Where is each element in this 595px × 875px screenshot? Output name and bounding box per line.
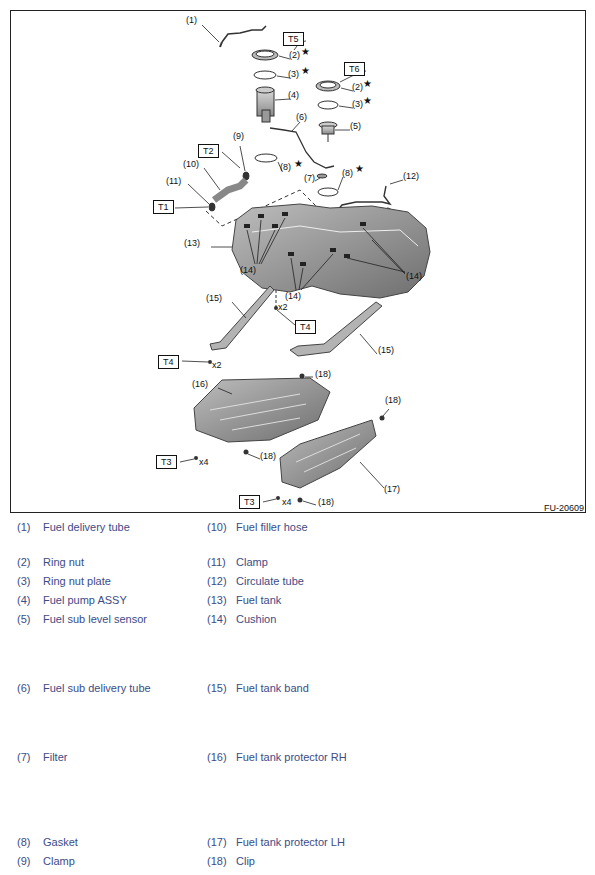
torque-box: T5	[283, 32, 304, 46]
quantity-mark: x4	[199, 457, 209, 467]
callout-number: (2)	[289, 50, 300, 60]
callout-number: (18)	[315, 369, 331, 379]
callout-number: (7)	[304, 173, 315, 183]
callout-number: (8)	[17, 836, 30, 849]
part-name: Fuel filler hose	[236, 521, 308, 534]
callout-number: (9)	[233, 131, 244, 141]
part-name: Fuel tank	[236, 594, 281, 607]
callout-number: (18)	[260, 451, 276, 461]
replace-mark: ★	[355, 164, 364, 174]
torque-code: T6	[349, 64, 360, 74]
part-name: Ring nut	[43, 556, 84, 569]
torque-code: T4	[163, 357, 174, 367]
callout-number: (13)	[207, 594, 227, 607]
quantity-mark: x4	[282, 497, 292, 507]
callout-number: (14)	[406, 271, 422, 281]
callout-number: (18)	[385, 395, 401, 405]
callout-number: (1)	[17, 521, 30, 534]
replace-mark: ★	[301, 66, 310, 76]
callout-number: (18)	[318, 497, 334, 507]
callout-number: (10)	[207, 521, 227, 534]
callout-number: (4)	[288, 90, 299, 100]
part-name: Circulate tube	[236, 575, 304, 588]
callout-number: (4)	[17, 594, 30, 607]
part-name: Gasket	[43, 836, 78, 849]
torque-box: T1	[153, 200, 174, 214]
callout-number: (14)	[240, 265, 256, 275]
figure-id: FU-20609	[544, 503, 584, 513]
torque-code: T3	[244, 497, 255, 507]
torque-box: T2	[198, 144, 219, 158]
part-name: Fuel tank protector LH	[236, 836, 345, 849]
callout-number: (8)	[280, 162, 291, 172]
callout-number: (15)	[206, 293, 222, 303]
callout-number: (7)	[17, 751, 30, 764]
torque-box: T4	[158, 355, 179, 369]
callout-number: (14)	[285, 291, 301, 301]
callout-number: (5)	[350, 121, 361, 131]
callout-number: (5)	[17, 613, 30, 626]
part-name: Ring nut plate	[43, 575, 111, 588]
torque-box: T4	[295, 320, 316, 334]
callout-number: (16)	[192, 379, 208, 389]
callout-number: (16)	[207, 751, 227, 764]
callout-number: (3)	[352, 99, 363, 109]
replace-mark: ★	[363, 96, 372, 106]
part-name: Fuel sub level sensor	[43, 613, 147, 626]
callout-number: (15)	[378, 345, 394, 355]
callout-number: (14)	[207, 613, 227, 626]
replace-mark: ★	[363, 79, 372, 89]
torque-code: T1	[158, 202, 169, 212]
torque-code: T3	[161, 457, 172, 467]
callout-number: (2)	[352, 82, 363, 92]
part-name: Fuel tank protector RH	[236, 751, 347, 764]
callout-number: (8)	[342, 168, 353, 178]
part-name: Clip	[236, 855, 255, 868]
part-name: Fuel tank band	[236, 682, 309, 695]
callout-number: (11)	[207, 556, 226, 569]
torque-code: T4	[300, 322, 311, 332]
replace-mark: ★	[294, 159, 303, 169]
callout-number: (15)	[207, 682, 227, 695]
replace-mark: ★	[301, 47, 310, 57]
part-name: Clamp	[43, 855, 75, 868]
torque-box: T3	[239, 495, 260, 509]
callout-number: (12)	[403, 171, 419, 181]
callout-number: (10)	[183, 159, 199, 169]
part-name: Filter	[43, 751, 67, 764]
torque-box: T6	[344, 62, 365, 76]
torque-code: T2	[203, 146, 214, 156]
callout-number: (17)	[207, 836, 227, 849]
part-name: Cushion	[236, 613, 276, 626]
callout-number: (3)	[17, 575, 30, 588]
torque-box: T3	[156, 455, 177, 469]
callout-number: (17)	[384, 484, 400, 494]
quantity-mark: x2	[278, 302, 288, 312]
torque-code: T5	[288, 34, 299, 44]
callout-number: (11)	[166, 176, 181, 186]
part-name: Clamp	[236, 556, 268, 569]
callout-number: (9)	[17, 855, 30, 868]
part-name: Fuel delivery tube	[43, 521, 130, 534]
callout-number: (6)	[296, 112, 307, 122]
quantity-mark: x2	[212, 360, 222, 370]
callout-number: (13)	[184, 238, 200, 248]
callout-number: (3)	[288, 69, 299, 79]
callout-number: (1)	[186, 15, 197, 25]
callout-number: (12)	[207, 575, 227, 588]
part-name: Fuel sub delivery tube	[43, 682, 151, 695]
part-name: Fuel pump ASSY	[43, 594, 127, 607]
callout-number: (6)	[17, 682, 30, 695]
callout-number: (18)	[207, 855, 227, 868]
callout-number: (2)	[17, 556, 30, 569]
